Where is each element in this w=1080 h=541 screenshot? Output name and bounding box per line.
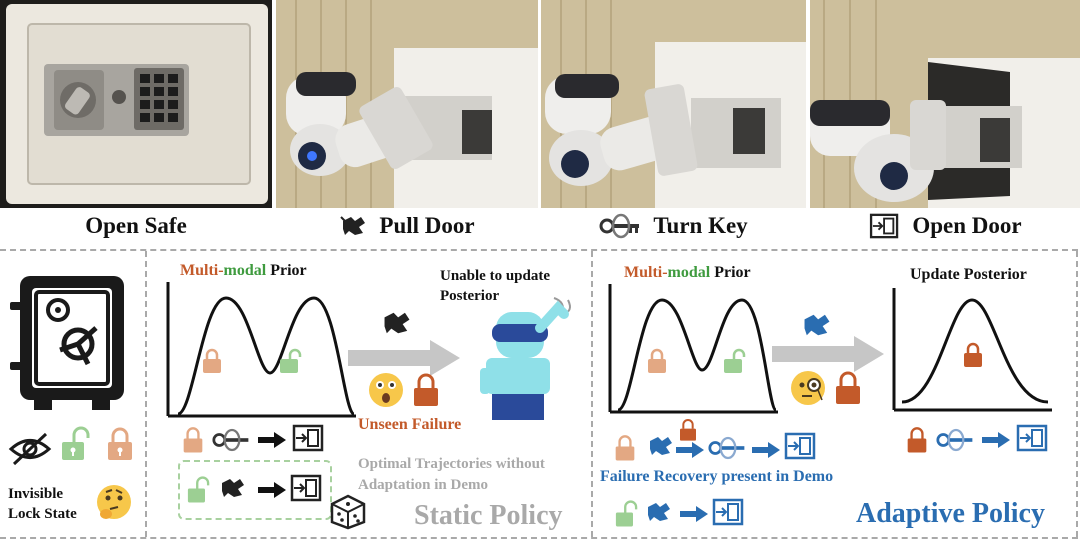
optimal-line1: Optimal Trajectories without bbox=[358, 456, 545, 472]
key-icon bbox=[599, 213, 640, 239]
adaptive-prior-modal: modal bbox=[667, 264, 711, 281]
lock-open-icon bbox=[187, 476, 210, 503]
arrow-right-icon bbox=[258, 432, 286, 448]
static-lock-green bbox=[280, 348, 302, 373]
key-icon bbox=[936, 428, 973, 452]
divider-left bbox=[145, 251, 147, 537]
hand-pull-icon bbox=[384, 312, 410, 334]
door-open-icon bbox=[292, 424, 324, 452]
lock-open-icon bbox=[62, 426, 90, 460]
arrow-right-icon bbox=[676, 442, 704, 458]
lock-closed-icon bbox=[108, 427, 132, 460]
arrow-right-icon bbox=[982, 432, 1010, 448]
safe-icon bbox=[10, 276, 124, 410]
lock-open-icon bbox=[615, 500, 638, 527]
arrow-right-icon bbox=[680, 506, 708, 522]
adaptive-trajectory-1 bbox=[610, 418, 830, 464]
lock-closed-icon bbox=[907, 427, 927, 453]
astonished-face-icon bbox=[369, 373, 403, 407]
caption-pull-door-label: Pull Door bbox=[379, 213, 475, 238]
lock-closed-icon bbox=[183, 427, 203, 453]
lock-closed-icon bbox=[615, 435, 635, 461]
lock-closed-icon bbox=[836, 371, 860, 404]
door-open-icon bbox=[712, 498, 744, 526]
failure-recovery-label: Failure Recovery present in Demo bbox=[600, 468, 834, 485]
static-trajectory-2-box bbox=[178, 460, 332, 520]
static-prior-rest: Prior bbox=[266, 262, 307, 279]
adaptive-trajectory-posterior bbox=[906, 424, 1056, 456]
door-open-icon bbox=[784, 432, 816, 460]
caption-turn-key-label: Turn Key bbox=[653, 213, 748, 238]
key-icon bbox=[708, 436, 745, 460]
robot-icon bbox=[480, 297, 571, 420]
adaptive-prior-plot bbox=[608, 284, 778, 414]
adaptive-prior-multi: Multi- bbox=[624, 264, 668, 281]
posterior-lock bbox=[964, 342, 982, 367]
unseen-failure-label: Unseen Failure bbox=[358, 416, 462, 433]
lock-state-label: Lock State bbox=[8, 506, 77, 522]
unable-update-label: Unable to update Posterior bbox=[440, 266, 550, 306]
arrow-right-icon bbox=[752, 442, 780, 458]
invisible-label: Invisible bbox=[8, 486, 64, 502]
thinking-face-icon bbox=[97, 485, 131, 519]
caption-open-door: Open Door bbox=[810, 210, 1080, 242]
static-prior-modal: modal bbox=[223, 262, 267, 279]
caption-open-safe-label: Open Safe bbox=[85, 213, 187, 238]
hand-pull-icon bbox=[648, 503, 670, 521]
hand-pull-icon bbox=[222, 479, 244, 497]
arrow-right-icon bbox=[772, 336, 884, 372]
static-prior-plot bbox=[166, 282, 356, 418]
static-prior-multi: Multi- bbox=[180, 262, 224, 279]
static-prior-title: Multi-modal Prior bbox=[180, 262, 307, 280]
caption-open-door-label: Open Door bbox=[912, 213, 1022, 238]
static-policy-title: Static Policy bbox=[414, 500, 563, 531]
lock-closed-icon bbox=[414, 373, 438, 406]
update-posterior-label: Update Posterior bbox=[910, 266, 1027, 283]
hand-pull-icon bbox=[340, 216, 366, 235]
caption-turn-key: Turn Key bbox=[541, 210, 806, 242]
adaptive-lock-orange bbox=[648, 348, 666, 373]
dice-icon bbox=[330, 494, 366, 530]
posterior-plot bbox=[892, 288, 1052, 412]
door-open-icon bbox=[870, 213, 899, 239]
hand-pull-icon bbox=[804, 314, 830, 336]
key-icon bbox=[212, 428, 249, 452]
invisible-lock-state-label: Invisible Lock State bbox=[8, 484, 77, 524]
arrow-right-icon bbox=[348, 340, 460, 376]
caption-open-safe: Open Safe bbox=[0, 210, 272, 242]
monocle-face-icon bbox=[791, 371, 825, 405]
unable-line1: Unable to update bbox=[440, 268, 551, 284]
adaptive-policy-title: Adaptive Policy bbox=[856, 498, 1045, 529]
door-open-icon bbox=[1016, 424, 1048, 452]
unable-line2: Posterior bbox=[440, 288, 500, 304]
optimal-trajectories-label: Optimal Trajectories without Adaptation … bbox=[358, 454, 545, 496]
hand-pull-icon bbox=[650, 437, 672, 455]
photo-open-safe bbox=[0, 0, 272, 208]
door-open-icon bbox=[290, 474, 322, 502]
static-lock-orange bbox=[203, 348, 221, 373]
photo-open-door bbox=[810, 0, 1080, 208]
arrow-right-icon bbox=[258, 482, 286, 498]
top-separator bbox=[0, 249, 1078, 251]
adaptive-prior-title: Multi-modal Prior bbox=[624, 264, 751, 282]
adaptive-lock-green bbox=[724, 348, 746, 373]
eye-off-icon bbox=[8, 432, 52, 466]
bottom-separator bbox=[0, 537, 1078, 539]
photo-pull-door bbox=[276, 0, 538, 208]
adaptive-trajectory-2 bbox=[610, 496, 750, 528]
adaptive-prior-rest: Prior bbox=[710, 264, 751, 281]
photo-turn-key bbox=[541, 0, 806, 208]
static-trajectory-1 bbox=[182, 424, 332, 454]
caption-pull-door: Pull Door bbox=[276, 210, 538, 242]
divider-middle bbox=[591, 251, 593, 537]
lock-closed-icon bbox=[680, 419, 696, 441]
divider-right-edge bbox=[1076, 251, 1078, 537]
optimal-line2: Adaptation in Demo bbox=[358, 477, 489, 493]
